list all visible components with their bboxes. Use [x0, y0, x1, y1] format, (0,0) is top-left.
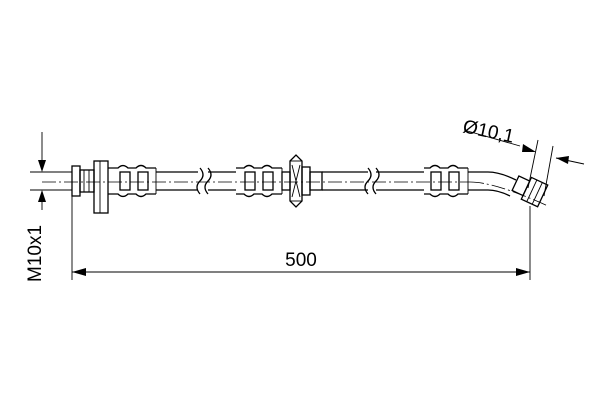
thread-dimension: [30, 132, 72, 210]
diameter-dimension: [463, 129, 585, 197]
center-line-bend: [469, 181, 549, 207]
hose-body: [71, 154, 549, 214]
length-dimension: [71, 196, 531, 280]
length-label: 500: [285, 250, 317, 271]
thread-label: M10x1: [25, 225, 46, 282]
diameter-label: Ø10,1: [461, 116, 516, 147]
